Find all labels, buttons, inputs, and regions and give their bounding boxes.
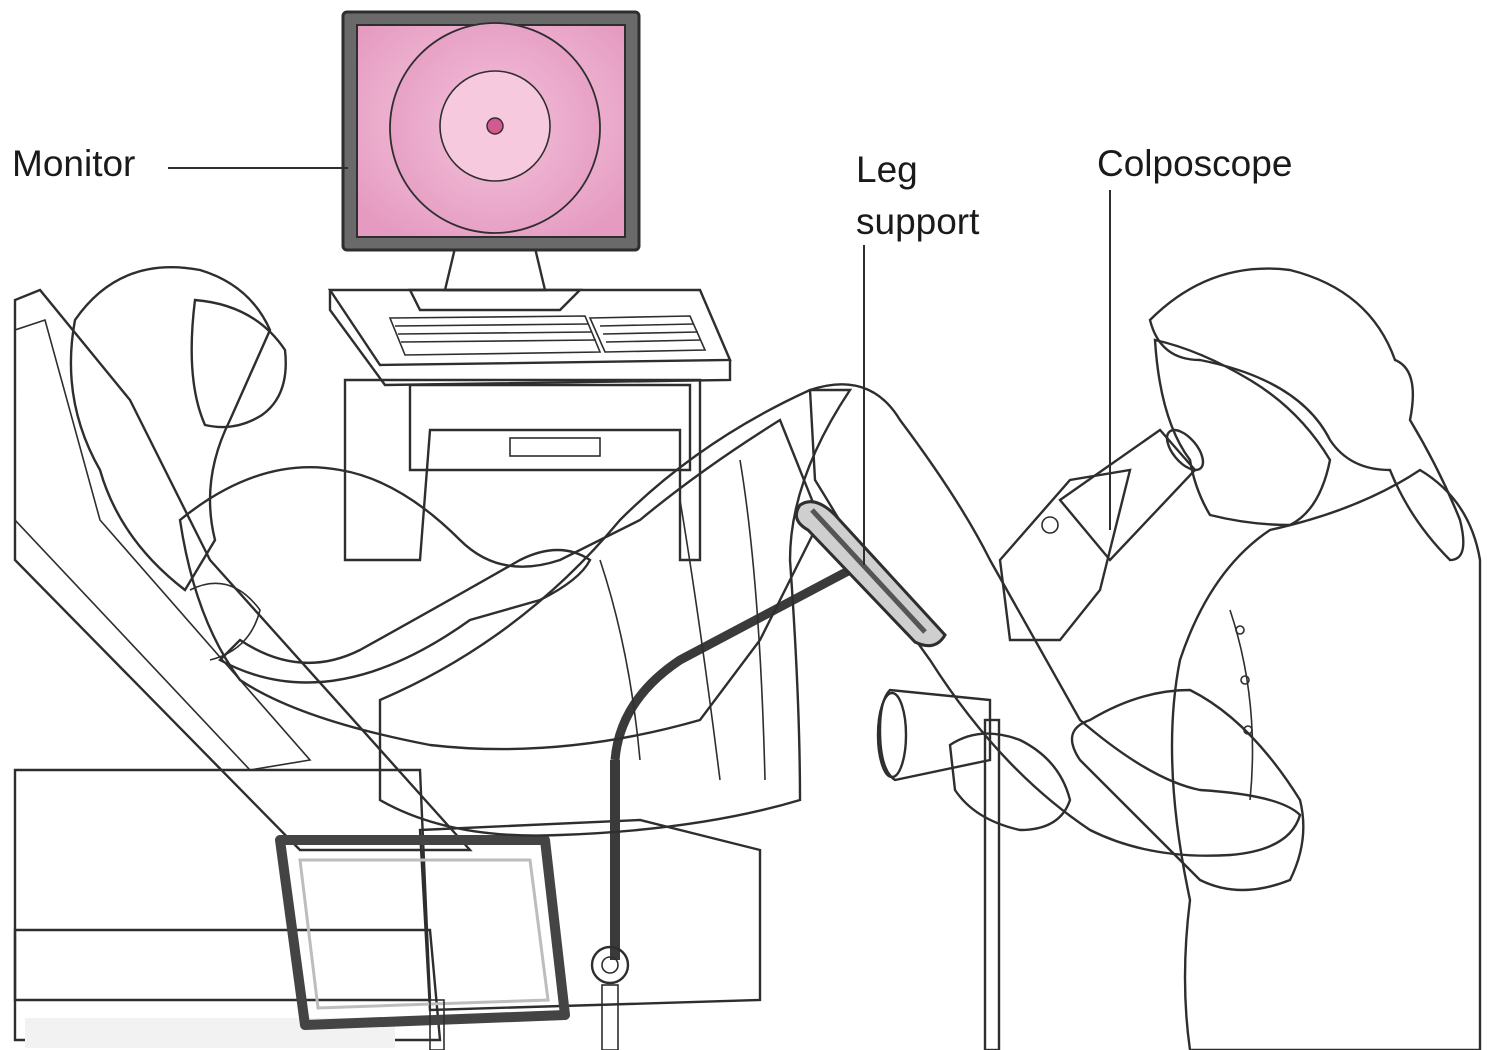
monitor-label: Monitor [12, 143, 136, 184]
colposcope [876, 428, 1205, 1050]
monitor-cart [327, 288, 732, 562]
monitor [341, 10, 641, 312]
patient [69, 266, 1302, 857]
leg-support [794, 500, 947, 648]
colposcope-label: Colposcope [1097, 143, 1293, 184]
leg-support-label-line1: Leg [856, 149, 918, 190]
leg-support-label-line2: support [856, 201, 980, 242]
clinician [948, 267, 1482, 1050]
leg-support-label: Leg support [856, 144, 979, 248]
examination-table [13, 288, 853, 1050]
